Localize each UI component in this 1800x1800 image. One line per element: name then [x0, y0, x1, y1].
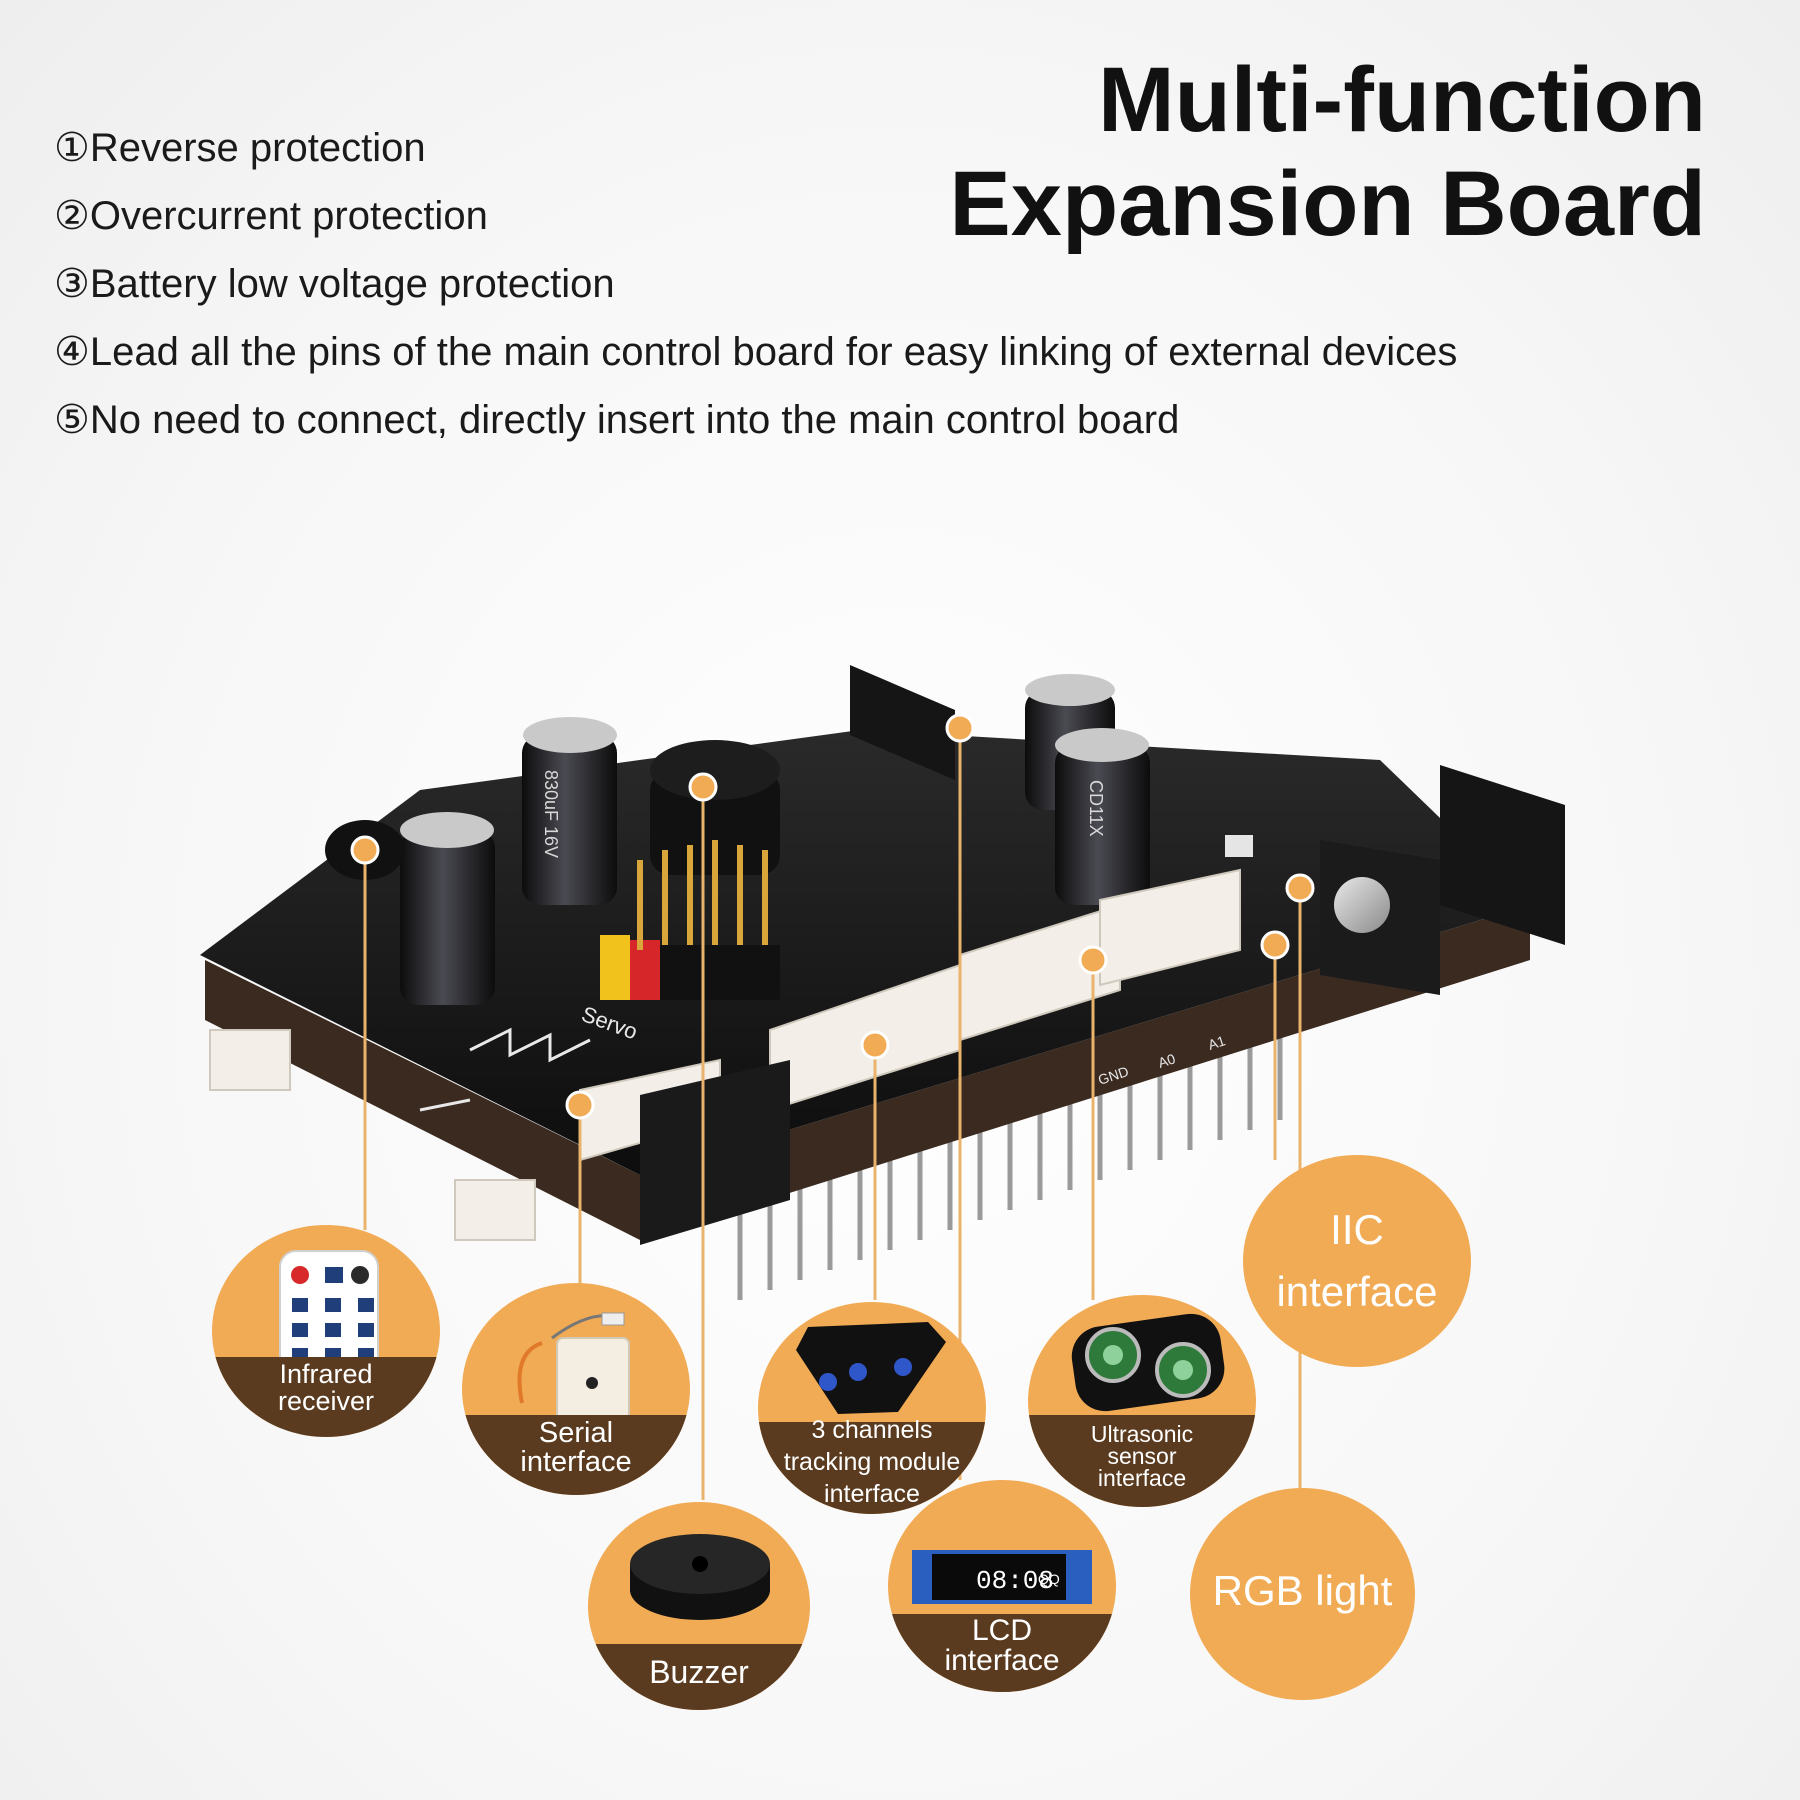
svg-text:A0: A0	[1156, 1050, 1177, 1071]
callout-label: Infrared	[279, 1359, 373, 1389]
oled-time: 08:08	[976, 1566, 1054, 1596]
callout-label: interface	[944, 1644, 1060, 1677]
oled-corner: QQ	[1038, 1571, 1060, 1587]
page-title: Multi-function Expansion Board	[949, 48, 1706, 256]
callout-label: Serial	[538, 1417, 614, 1449]
capacitor-left	[400, 812, 495, 1005]
svg-text:CD11X: CD11X	[1086, 780, 1106, 837]
title-line-2: Expansion Board	[949, 153, 1706, 255]
callout-label: Buzzer	[649, 1654, 749, 1690]
dc-power-jack	[1320, 765, 1565, 995]
tracking-sensor-icon	[796, 1322, 946, 1414]
callout-label: interface	[520, 1446, 632, 1478]
feature-item: ①Reverse protection	[54, 126, 426, 170]
callout-label: LCD	[971, 1614, 1032, 1647]
infrared-receiver-callout: Infrared receiver	[212, 1225, 440, 1437]
ultrasonic-sensor-callout: Ultrasonic sensor interface	[1028, 1295, 1256, 1507]
capacitor-mid: 830uF 16V	[522, 717, 617, 905]
callout-label: sensor	[1107, 1443, 1177, 1469]
feature-item: ⑤No need to connect, directly insert int…	[54, 398, 1180, 442]
buzzer-callout: Buzzer	[588, 1502, 810, 1710]
iic-interface-callout: IIC interface	[1243, 1155, 1471, 1367]
feature-list: ①Reverse protection ②Overcurrent protect…	[54, 118, 1457, 458]
rgb-light-callout: RGB light	[1190, 1488, 1415, 1700]
callout-label: 3 channels	[811, 1416, 933, 1444]
svg-text:830uF 16V: 830uF 16V	[541, 770, 561, 858]
buzzer-component	[650, 740, 780, 875]
oled-display-icon: 08:08 QQ	[912, 1550, 1092, 1604]
callout-label: interface	[1276, 1268, 1438, 1315]
buzzer-icon	[630, 1534, 770, 1620]
callout-label: tracking module	[783, 1448, 961, 1476]
callout-label: Ultrasonic	[1090, 1421, 1194, 1447]
callout-dots	[350, 713, 1315, 1120]
tracking-module-callout: 3 channels tracking module interface	[758, 1302, 986, 1514]
title-line-1: Multi-function	[1097, 49, 1706, 151]
ir-module-icon	[517, 1312, 630, 1429]
capacitor-right: CD11X	[1055, 728, 1150, 905]
ultrasonic-sensor-icon	[1071, 1313, 1225, 1412]
feature-item: ③Battery low voltage protection	[54, 262, 615, 306]
callout-label: IIC	[1330, 1206, 1384, 1253]
callout-label: RGB light	[1212, 1567, 1393, 1614]
lcd-interface-callout: 08:08 QQ LCD interface	[888, 1480, 1116, 1692]
feature-item: ②Overcurrent protection	[54, 194, 488, 238]
callout-label: receiver	[277, 1386, 375, 1416]
callout-label: interface	[824, 1480, 920, 1508]
serial-interface-callout: Serial interface	[462, 1283, 690, 1495]
callout-label: interface	[1097, 1465, 1187, 1491]
feature-item: ④Lead all the pins of the main control b…	[54, 330, 1458, 374]
svg-text:A1: A1	[1206, 1032, 1227, 1053]
